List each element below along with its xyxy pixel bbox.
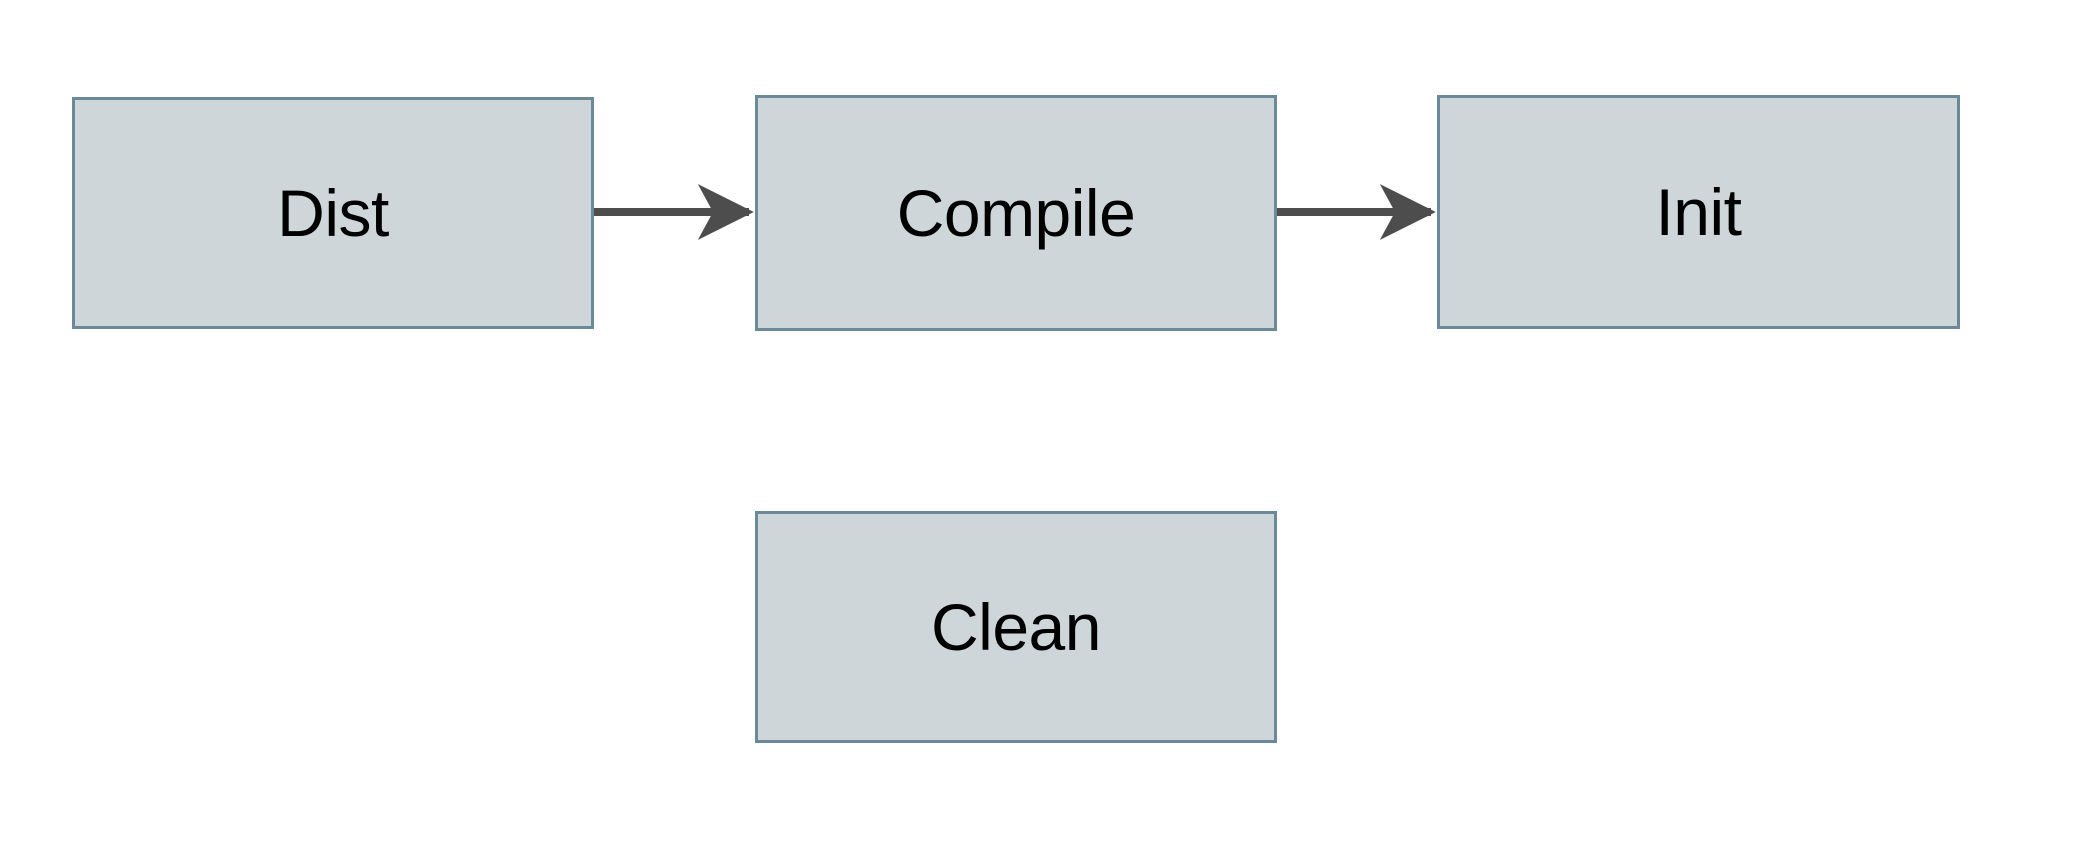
node-compile-label: Compile bbox=[896, 176, 1136, 250]
node-clean-label: Clean bbox=[931, 590, 1101, 664]
node-init[interactable]: Init bbox=[1437, 95, 1960, 329]
node-init-label: Init bbox=[1655, 175, 1742, 249]
node-clean[interactable]: Clean bbox=[755, 511, 1277, 743]
node-dist[interactable]: Dist bbox=[72, 97, 594, 329]
node-compile[interactable]: Compile bbox=[755, 95, 1277, 331]
node-dist-label: Dist bbox=[277, 176, 389, 250]
